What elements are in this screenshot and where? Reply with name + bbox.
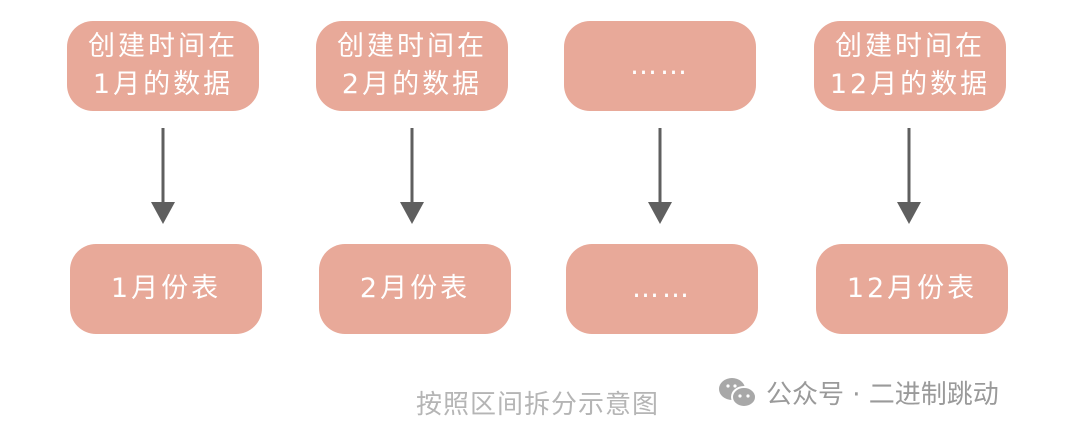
arrow-down-icon bbox=[151, 128, 175, 224]
target-box-feb: 2月份表 bbox=[319, 244, 511, 334]
source-line1: 创建时间在 bbox=[337, 31, 487, 62]
target-label: 2月份表 bbox=[359, 273, 471, 304]
target-box-jan: 1月份表 bbox=[70, 244, 262, 334]
target-label: …… bbox=[632, 273, 692, 304]
source-line1: 创建时间在 bbox=[834, 31, 985, 62]
source-line2: 2月的数据 bbox=[341, 69, 483, 100]
target-label: 12月份表 bbox=[846, 273, 978, 304]
watermark: 公众号 · 二进制跳动 bbox=[718, 374, 999, 411]
source-box-feb: 创建时间在 2月的数据 bbox=[316, 21, 508, 111]
source-box-dec: 创建时间在 12月的数据 bbox=[814, 21, 1006, 111]
target-label: 1月份表 bbox=[110, 273, 222, 304]
target-box-dec: 12月份表 bbox=[816, 244, 1008, 334]
source-line2: 12月的数据 bbox=[829, 69, 991, 100]
source-line1: …… bbox=[630, 50, 690, 81]
source-box-jan: 创建时间在 1月的数据 bbox=[67, 21, 259, 111]
source-line2: 1月的数据 bbox=[92, 69, 234, 100]
target-box-ellipsis: …… bbox=[566, 244, 758, 334]
arrow-down-icon bbox=[897, 128, 921, 224]
source-line1: 创建时间在 bbox=[88, 31, 238, 62]
arrow-down-icon bbox=[400, 128, 424, 224]
watermark-text: 公众号 · 二进制跳动 bbox=[766, 380, 999, 410]
diagram-caption: 按照区间拆分示意图 bbox=[416, 390, 660, 420]
wechat-icon bbox=[719, 377, 757, 408]
source-box-ellipsis: …… bbox=[564, 21, 756, 111]
arrow-down-icon bbox=[648, 128, 672, 224]
